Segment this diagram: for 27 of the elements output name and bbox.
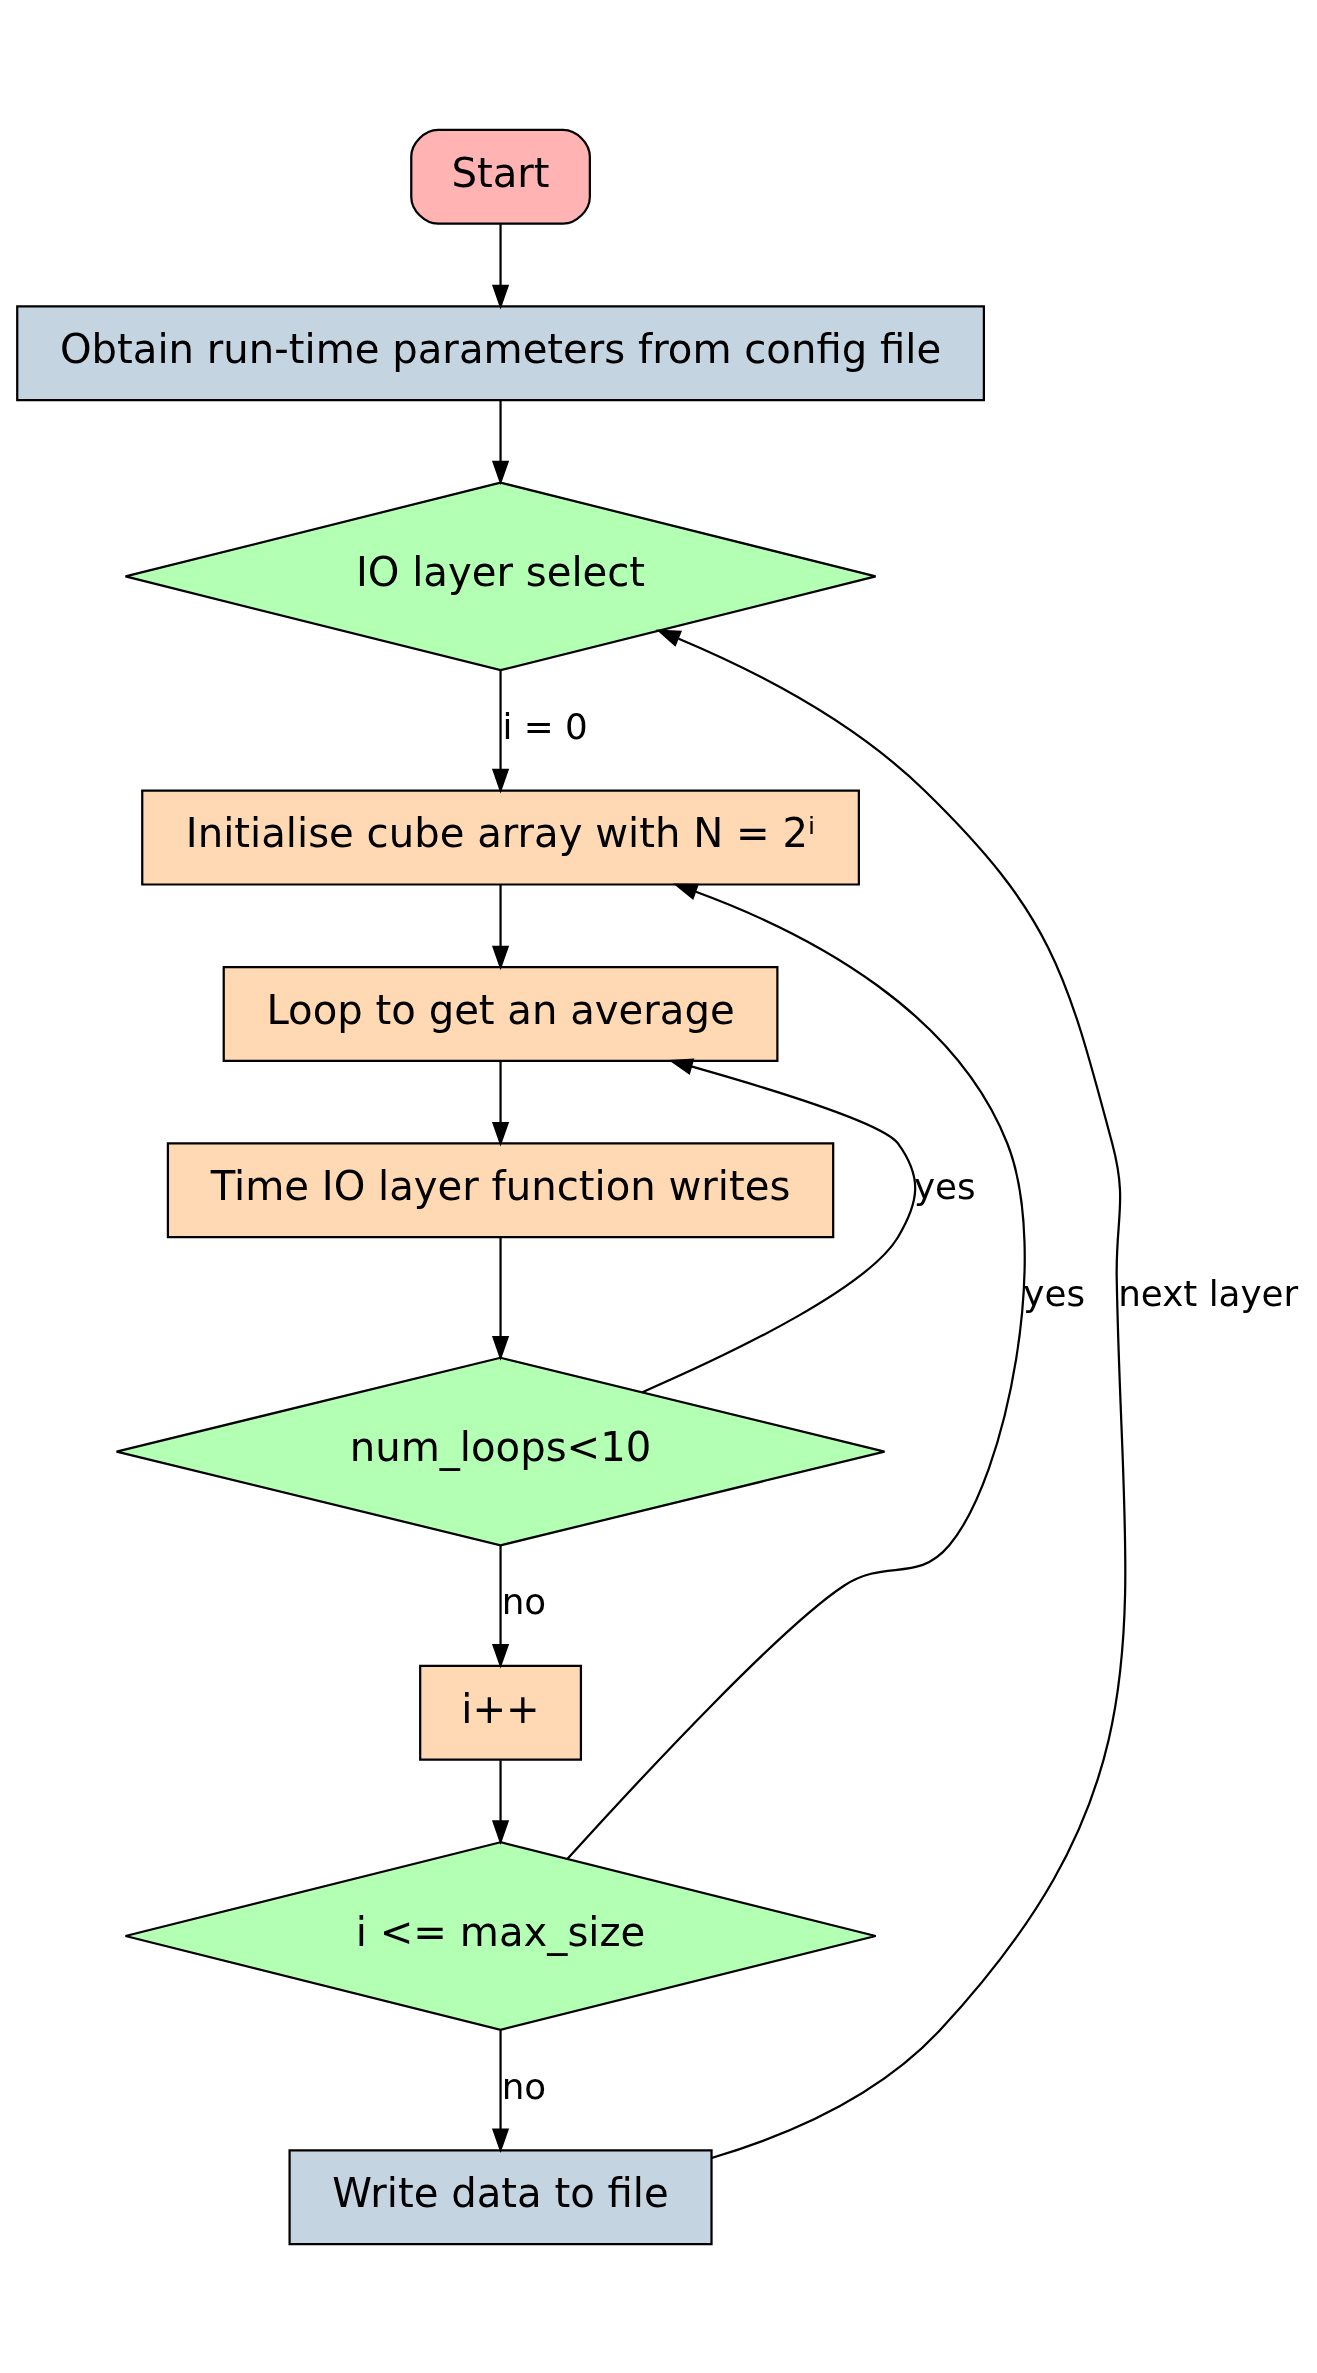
arrow — [491, 670, 510, 793]
arrow — [491, 1060, 510, 1147]
node-box: Write data to file — [288, 2148, 713, 2245]
edge-label: no — [501, 2065, 547, 2107]
node-diamond: i <= max_size — [124, 1840, 877, 2031]
node-diamond: num_loops<10 — [115, 1356, 886, 1546]
node-box: Loop to get an average — [222, 965, 779, 1062]
arrow — [491, 223, 510, 309]
node-box: Time IO layer function writes — [166, 1141, 835, 1238]
edge-label: yes — [1023, 1272, 1086, 1314]
arrow — [491, 1545, 510, 1669]
arrow — [491, 400, 510, 485]
edge-label: i = 0 — [502, 705, 588, 747]
edge-label: next layer — [1118, 1272, 1299, 1314]
node-box: i++ — [419, 1664, 583, 1761]
node-box: Obtain run-time parameters from config file — [16, 304, 985, 401]
edge-label: no — [501, 1580, 547, 1622]
arrow — [491, 1236, 510, 1361]
arrow — [566, 883, 1026, 1860]
arrow — [641, 1057, 917, 1393]
arrow — [491, 1759, 510, 1845]
node-box: Start — [410, 128, 591, 225]
arrow — [491, 2029, 510, 2153]
node-diamond: IO layer select — [124, 481, 877, 671]
node-box: Initialise cube array with N = 2ⁱ — [141, 789, 860, 886]
arrow — [491, 884, 510, 970]
arrow — [656, 628, 1127, 2159]
